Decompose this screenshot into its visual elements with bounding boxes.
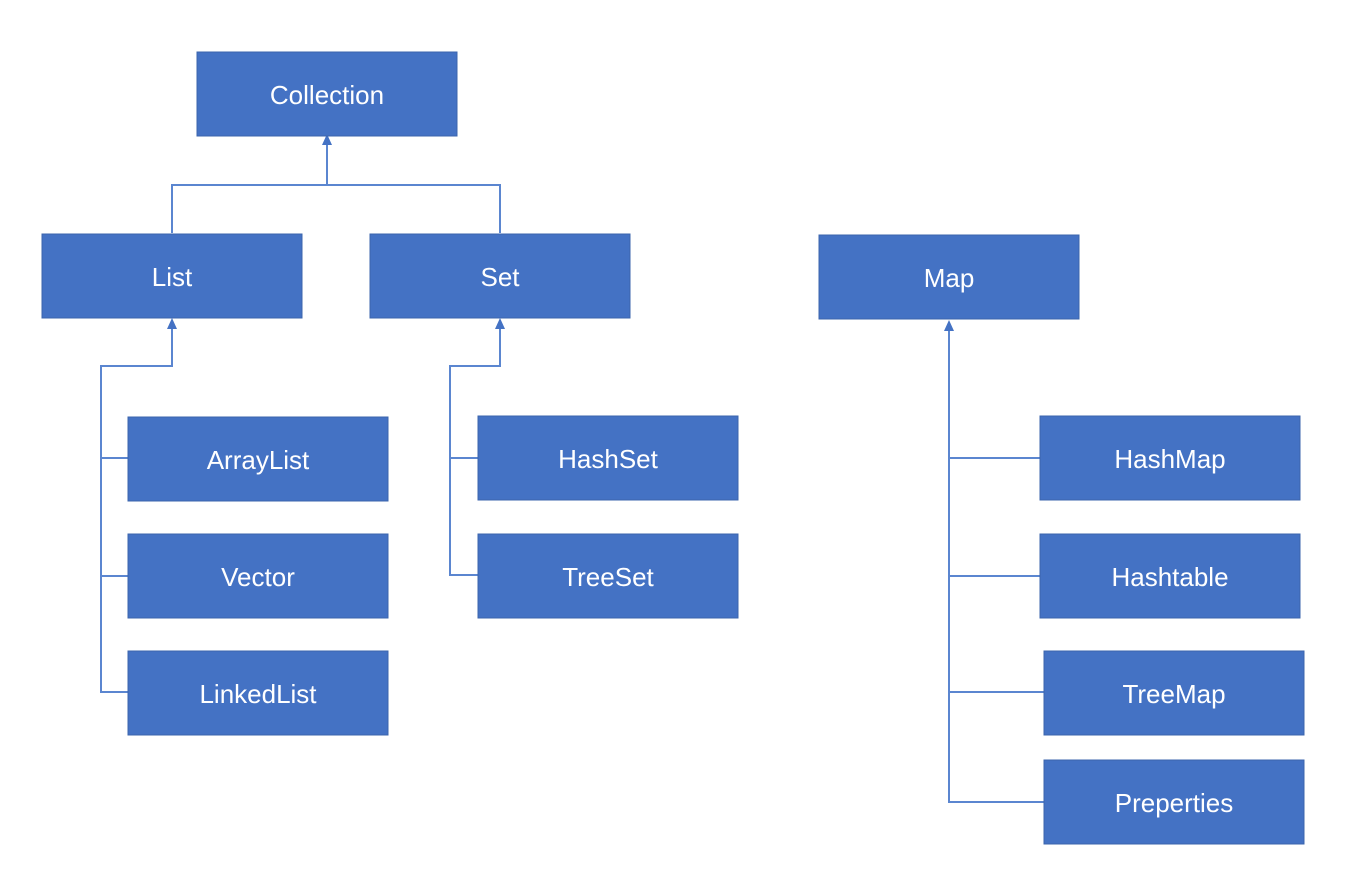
node-label: ArrayList	[207, 445, 310, 475]
edge-set-to-collection	[327, 184, 501, 233]
edge-map-trunk	[948, 328, 1044, 803]
node-hashtable: Hashtable	[1039, 533, 1301, 619]
node-map: Map	[818, 234, 1080, 320]
arrowhead-map	[944, 320, 954, 331]
node-linkedlist: LinkedList	[127, 650, 389, 736]
node-arraylist: ArrayList	[127, 416, 389, 502]
node-treemap: TreeMap	[1043, 650, 1305, 736]
node-label: Collection	[270, 80, 384, 110]
arrowhead-collection	[322, 134, 332, 145]
node-label: Set	[480, 262, 520, 292]
node-collection: Collection	[196, 51, 458, 137]
node-hashmap: HashMap	[1039, 415, 1301, 501]
node-label: TreeMap	[1122, 679, 1225, 709]
node-treeset: TreeSet	[477, 533, 739, 619]
node-label: Preperties	[1115, 788, 1234, 818]
edge-set-trunk	[449, 326, 501, 576]
node-label: HashMap	[1114, 444, 1225, 474]
node-list: List	[41, 233, 303, 319]
arrowhead-list	[167, 318, 177, 329]
arrowhead-set	[495, 318, 505, 329]
node-vector: Vector	[127, 533, 389, 619]
node-label: Vector	[221, 562, 295, 592]
edge-list-to-collection	[171, 142, 328, 233]
node-set: Set	[369, 233, 631, 319]
node-label: Hashtable	[1111, 562, 1228, 592]
node-label: Map	[924, 263, 975, 293]
node-label: TreeSet	[562, 562, 654, 592]
node-label: LinkedList	[199, 679, 317, 709]
node-properties: Preperties	[1043, 759, 1305, 845]
edge-list-trunk	[100, 326, 173, 693]
node-hashset: HashSet	[477, 415, 739, 501]
node-label: List	[152, 262, 193, 292]
node-label: HashSet	[558, 444, 658, 474]
